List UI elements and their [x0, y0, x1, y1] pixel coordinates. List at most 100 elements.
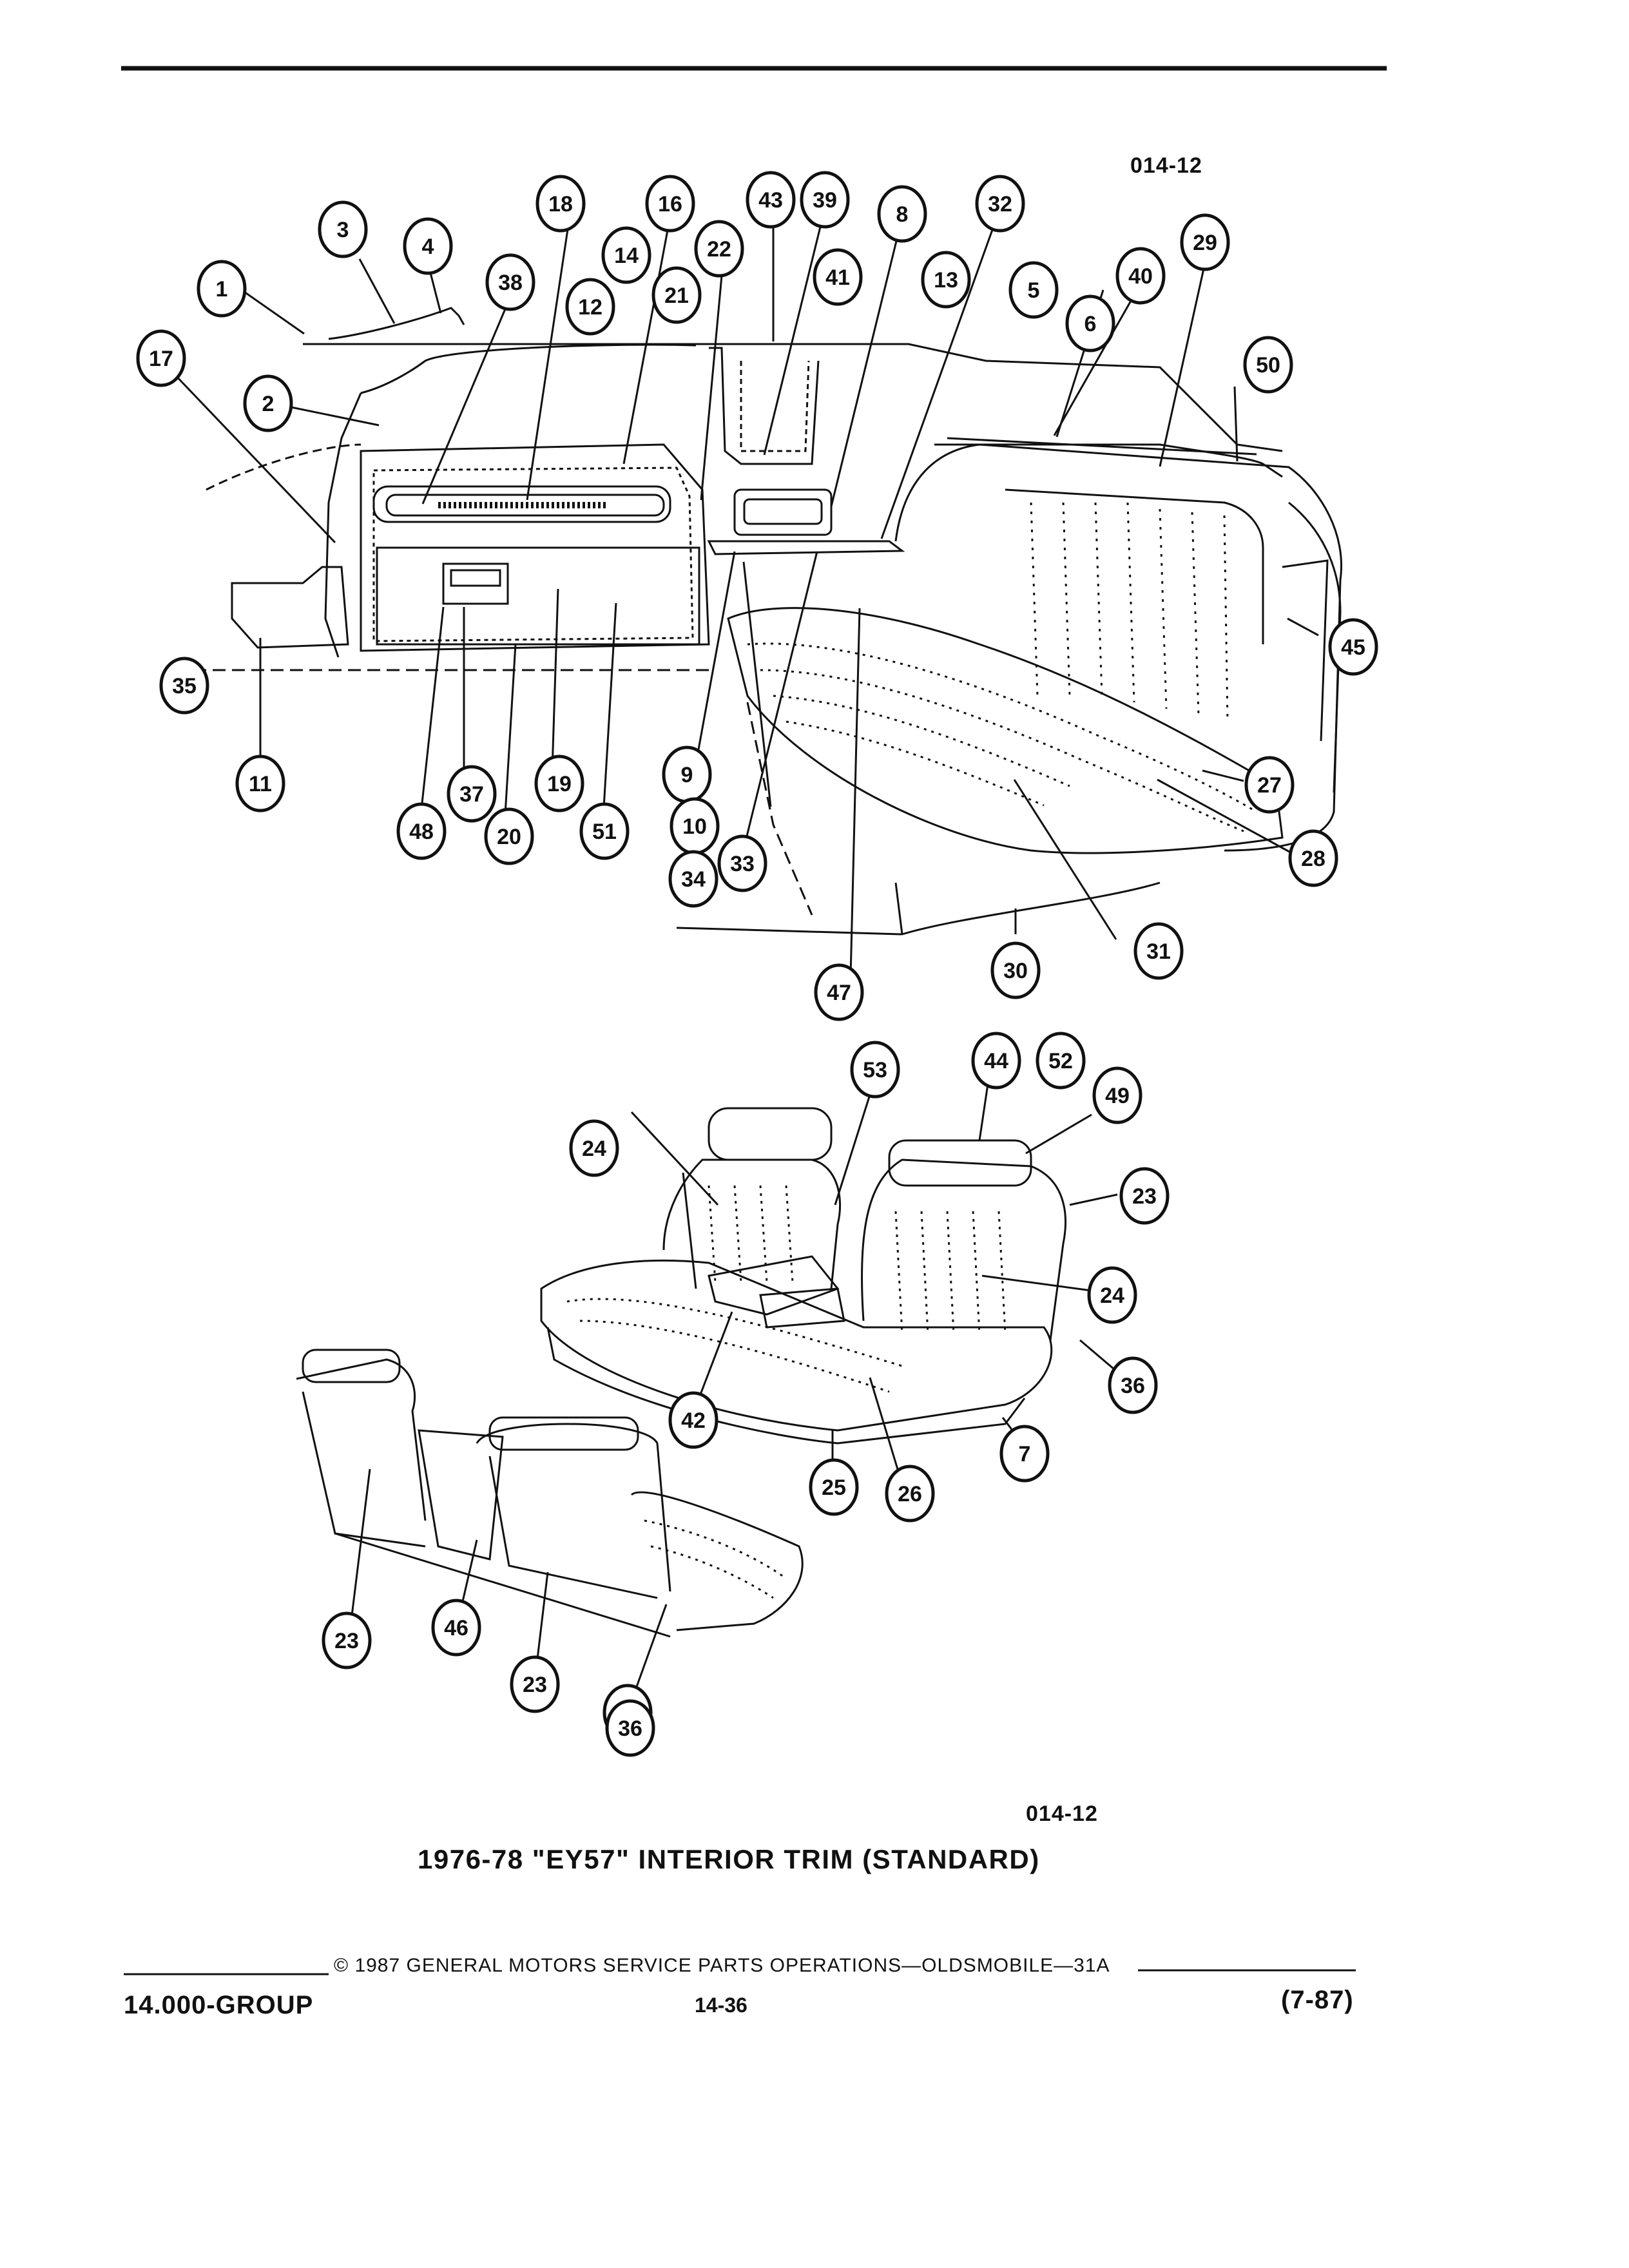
- figure-title: 1976-78 "EY57" INTERIOR TRIM (STANDARD): [418, 1844, 1040, 1874]
- callout-23: 23: [1119, 1167, 1170, 1225]
- callout-42: 42: [668, 1391, 718, 1449]
- callout-number: 36: [618, 1716, 642, 1741]
- callout-circle: [717, 834, 767, 892]
- callout-36: 36: [1108, 1356, 1158, 1414]
- callout-circle: [1288, 829, 1338, 887]
- callout-number: 3: [337, 218, 349, 242]
- page-number: 14-36: [695, 1994, 747, 2017]
- callout-number: 39: [813, 188, 837, 213]
- callout-circle: [746, 171, 796, 229]
- callout-number: 21: [664, 284, 689, 308]
- callout-circle: [999, 1425, 1050, 1483]
- callout-circle: [651, 266, 702, 324]
- callout-number: 23: [523, 1673, 547, 1697]
- callout-number: 28: [1301, 847, 1325, 871]
- callout-circle: [447, 765, 497, 823]
- callout-number: 50: [1256, 353, 1280, 378]
- callout-50: 50: [1243, 336, 1293, 394]
- callout-circle: [197, 260, 247, 318]
- callout-44: 44: [971, 1032, 1021, 1090]
- callout-circle: [1133, 922, 1184, 980]
- callout-1: 1: [197, 260, 247, 318]
- group-label: 14.000-GROUP: [124, 1991, 314, 2019]
- callout-9: 9: [662, 745, 712, 803]
- callout-24: 24: [1087, 1266, 1137, 1324]
- callout-number: 38: [498, 271, 523, 295]
- callout-7: 7: [999, 1425, 1050, 1483]
- callout-number: 24: [1100, 1283, 1124, 1308]
- callout-bubbles: 1234567891011121314161718192021222323232…: [136, 171, 1378, 1757]
- callout-circle: [1328, 618, 1378, 676]
- callout-circle: [484, 807, 534, 865]
- callout-45: 45: [1328, 618, 1378, 676]
- callout-43: 43: [746, 171, 796, 229]
- callout-circle: [1119, 1167, 1170, 1225]
- callout-circle: [1087, 1266, 1137, 1324]
- callout-number: 4: [422, 235, 434, 259]
- callout-circle: [1115, 247, 1166, 305]
- callout-37: 37: [447, 765, 497, 823]
- callout-number: 26: [898, 1482, 922, 1506]
- callout-circle: [975, 175, 1025, 233]
- rear-interior-illustration: [193, 307, 1342, 936]
- figure-code-bottom: 014-12: [1026, 1802, 1098, 1826]
- callout-circle: [921, 251, 971, 309]
- callout-circle: [850, 1041, 900, 1099]
- callout-circle: [569, 1119, 619, 1177]
- callout-51: 51: [579, 802, 630, 860]
- callout-circle: [534, 754, 584, 812]
- callout-33: 33: [717, 834, 767, 892]
- copyright-line: © 1987 GENERAL MOTORS SERVICE PARTS OPER…: [334, 1955, 1110, 1976]
- callout-26: 26: [885, 1465, 935, 1523]
- callout-circle: [510, 1655, 560, 1713]
- callout-number: 1: [216, 277, 228, 302]
- callout-circle: [668, 850, 718, 908]
- callout-number: 7: [1019, 1442, 1031, 1466]
- callout-16: 16: [645, 175, 695, 233]
- callout-number: 46: [444, 1616, 468, 1640]
- callout-6: 6: [1065, 294, 1115, 352]
- callout-3: 3: [318, 200, 368, 258]
- callout-25: 25: [809, 1458, 859, 1516]
- callout-18: 18: [535, 175, 586, 233]
- callout-number: 22: [707, 237, 731, 262]
- callout-circle: [601, 226, 651, 284]
- callout-number: 29: [1193, 231, 1217, 255]
- callout-circle: [645, 175, 695, 233]
- callout-circle: [885, 1465, 935, 1523]
- callout-circle: [396, 802, 447, 860]
- callout-number: 18: [548, 192, 573, 216]
- callout-number: 11: [249, 772, 272, 796]
- callout-5: 5: [1008, 261, 1059, 319]
- callout-47: 47: [814, 963, 864, 1021]
- callout-circle: [1092, 1066, 1142, 1124]
- callout-number: 19: [547, 772, 572, 796]
- callout-39: 39: [800, 171, 850, 229]
- callout-circle: [1036, 1032, 1086, 1090]
- callout-number: 8: [896, 202, 909, 227]
- callout-number: 44: [984, 1049, 1008, 1073]
- callout-circle: [694, 220, 744, 278]
- callout-46: 46: [431, 1599, 481, 1657]
- callout-number: 34: [681, 867, 706, 892]
- callout-number: 16: [658, 192, 682, 216]
- callout-circle: [1008, 261, 1059, 319]
- callout-22: 22: [694, 220, 744, 278]
- callout-circle: [322, 1611, 372, 1669]
- callout-number: 33: [730, 852, 755, 876]
- callout-36: 36: [605, 1699, 655, 1757]
- callout-20: 20: [484, 807, 534, 865]
- callout-number: 6: [1084, 312, 1097, 336]
- revision-date: (7-87): [1281, 1986, 1354, 2014]
- callout-number: 36: [1121, 1374, 1145, 1398]
- callout-number: 49: [1105, 1084, 1130, 1108]
- callout-41: 41: [813, 248, 863, 306]
- callout-circle: [159, 657, 209, 715]
- callout-12: 12: [565, 278, 615, 336]
- callout-4: 4: [403, 217, 453, 275]
- callout-circle: [814, 963, 864, 1021]
- callout-circle: [1065, 294, 1115, 352]
- callout-2: 2: [243, 374, 293, 432]
